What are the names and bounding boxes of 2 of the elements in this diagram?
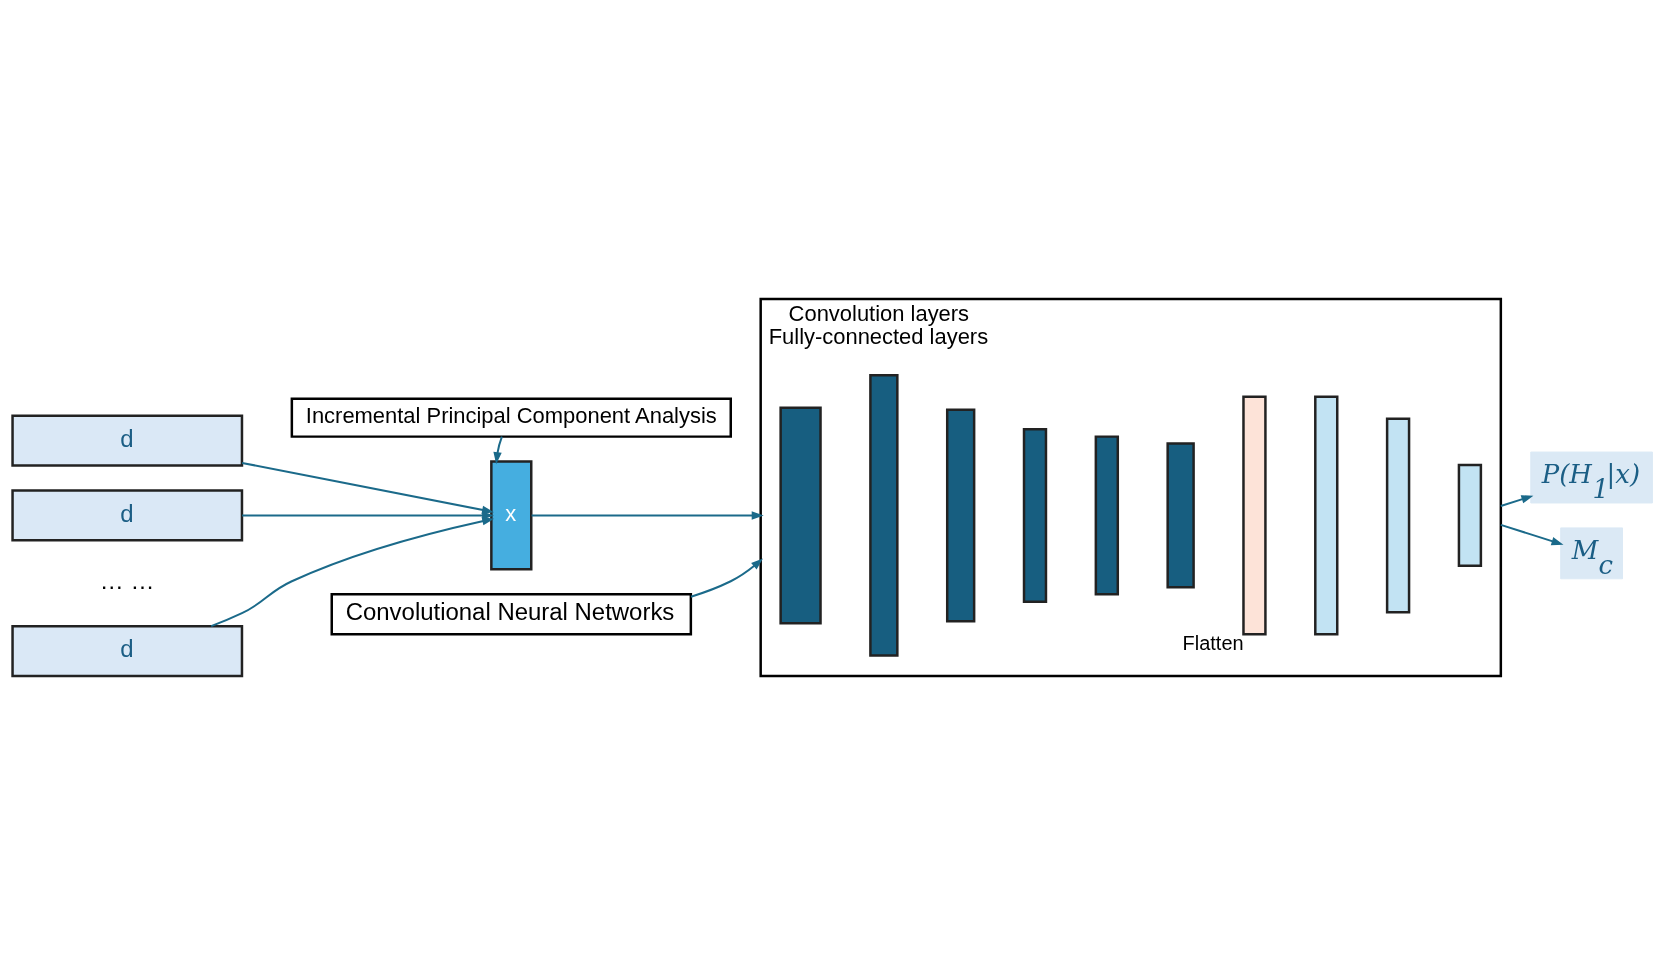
node-label: Flatten [1182, 632, 1244, 655]
label: … … [99, 567, 155, 595]
